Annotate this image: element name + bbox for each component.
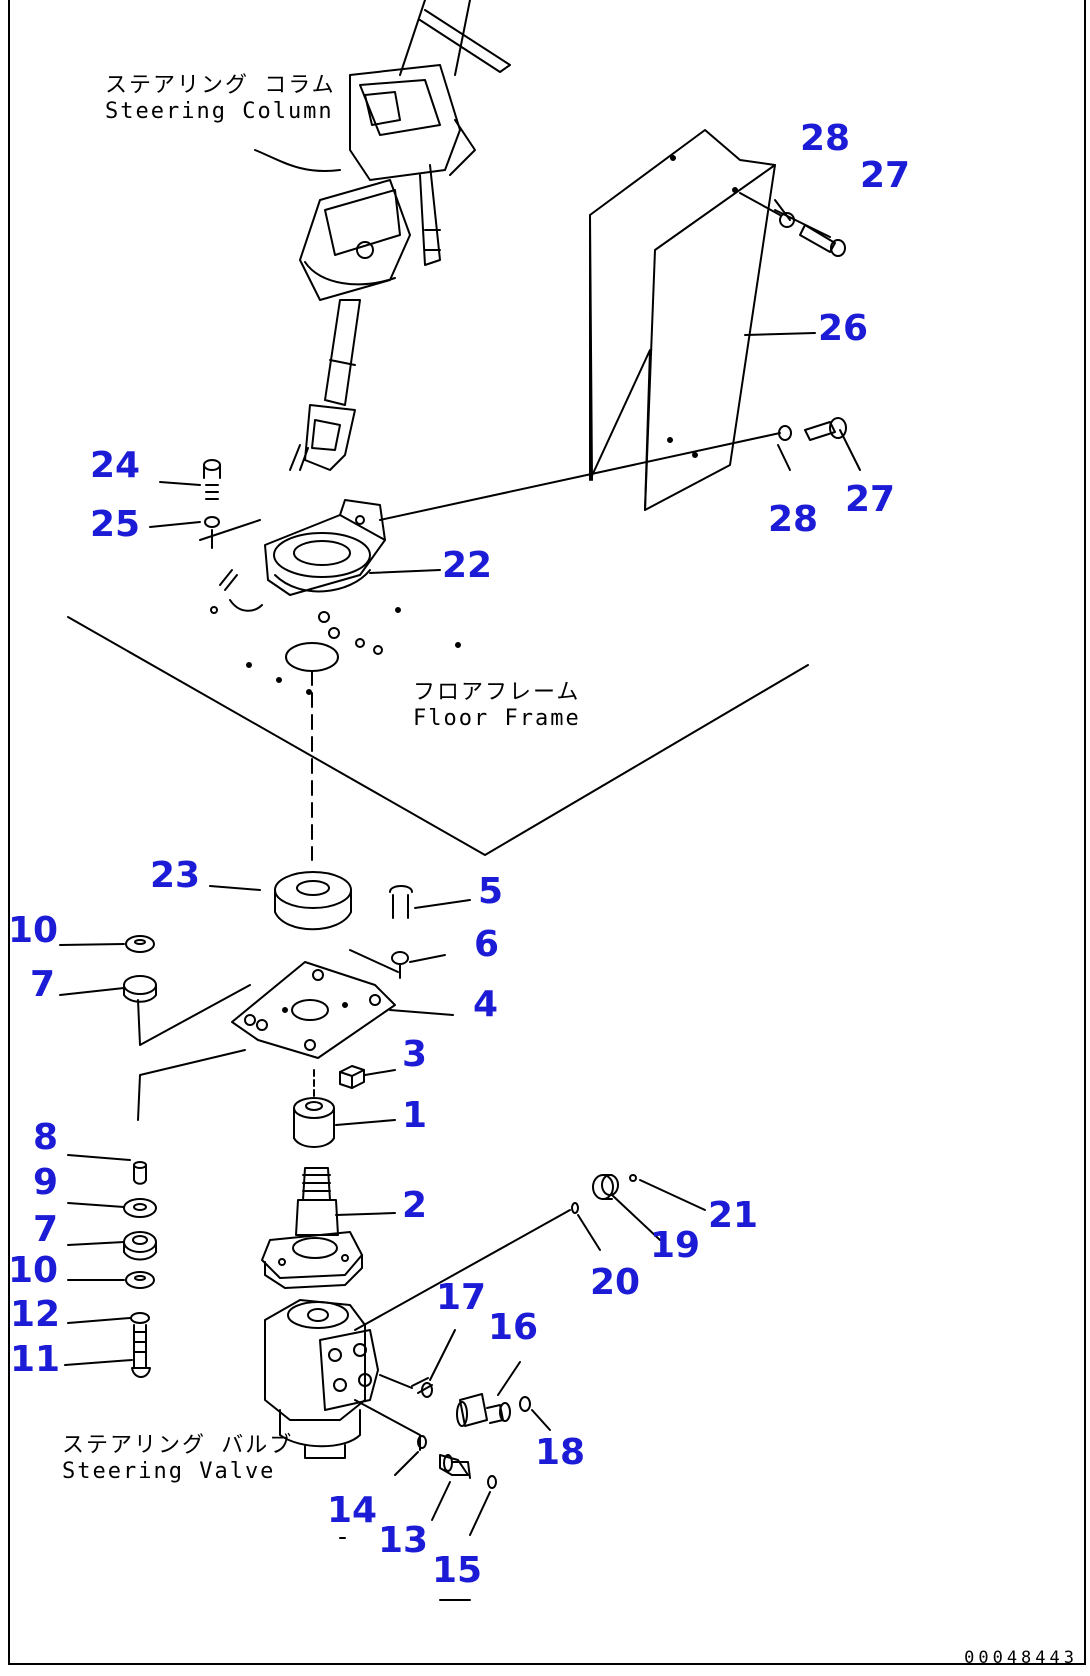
callout-10: 10 — [8, 1250, 59, 1291]
callout-28: 28 — [768, 499, 819, 540]
oring-18-part — [519, 1396, 551, 1431]
plate-4-part — [137, 961, 396, 1059]
callout-10: 10 — [8, 910, 59, 951]
steering-valve-label-en: Steering Valve — [62, 1459, 276, 1484]
seal-23-part — [274, 871, 352, 931]
steering-column-label-en: Steering Column — [105, 99, 334, 124]
steering-column-part — [254, 0, 511, 471]
callout-8: 8 — [33, 1117, 59, 1158]
callout-27: 27 — [860, 155, 911, 196]
callout-1: 1 — [402, 1095, 428, 1136]
bolt-24-washer-25 — [203, 459, 221, 549]
callout-16: 16 — [488, 1307, 539, 1348]
callout-21: 21 — [708, 1195, 759, 1236]
diagram-frame — [8, 0, 1086, 1665]
callout-28: 28 — [800, 118, 851, 159]
fitting-13-part — [339, 1435, 497, 1601]
leader-lines — [59, 199, 861, 1366]
floor-frame-label-jp: フロアフレーム — [413, 680, 581, 705]
callout-17: 17 — [436, 1277, 487, 1318]
callout-18: 18 — [535, 1432, 586, 1473]
left-fastener-stack — [123, 1161, 157, 1378]
washers-10-7-top — [123, 935, 157, 1003]
steering-column-label: ステアリング コラム Steering Column — [105, 73, 336, 125]
drawing-number: 00048443 — [964, 1648, 1078, 1668]
plug-19-part — [571, 1174, 706, 1251]
callout-2: 2 — [402, 1185, 428, 1226]
callout-7: 7 — [30, 964, 56, 1005]
callout-23: 23 — [150, 855, 201, 896]
callout-12: 12 — [10, 1294, 61, 1335]
callout-24: 24 — [90, 445, 141, 486]
bolt-washer-group — [379, 192, 847, 521]
callout-6: 6 — [474, 924, 500, 965]
floor-frame-label: フロアフレーム Floor Frame — [413, 680, 581, 732]
cover-plate-part — [589, 129, 776, 511]
steering-valve-label-jp: ステアリング バルブ — [62, 1433, 294, 1458]
callout-14: 14 — [327, 1490, 378, 1531]
steering-valve-part — [264, 1209, 571, 1459]
shaft-2-part — [261, 1167, 363, 1289]
steering-column-label-jp: ステアリング コラム — [105, 73, 336, 98]
callout-5: 5 — [478, 871, 504, 912]
callout-7: 7 — [33, 1209, 59, 1250]
callout-13: 13 — [378, 1520, 429, 1561]
pin-17-part — [379, 1329, 456, 1398]
mounting-bracket-part — [199, 499, 386, 612]
fitting-16-part — [456, 1361, 521, 1427]
bushing-1-part — [137, 1049, 335, 1148]
floor-frame-outline — [67, 606, 809, 861]
callout-19: 19 — [650, 1225, 701, 1266]
callout-26: 26 — [818, 308, 869, 349]
bolt-5-washer-6 — [349, 885, 413, 979]
callout-25: 25 — [90, 504, 141, 545]
callout-3: 3 — [402, 1034, 428, 1075]
callout-20: 20 — [590, 1262, 641, 1303]
callout-4: 4 — [473, 984, 499, 1025]
callout-27: 27 — [845, 479, 896, 520]
callout-9: 9 — [33, 1162, 59, 1203]
callout-11: 11 — [10, 1339, 61, 1380]
floor-frame-label-en: Floor Frame — [413, 706, 581, 731]
callout-15: 15 — [432, 1550, 483, 1591]
nut-3-part — [339, 1065, 365, 1089]
callout-22: 22 — [442, 545, 493, 586]
steering-valve-label: ステアリング バルブ Steering Valve — [62, 1433, 293, 1485]
